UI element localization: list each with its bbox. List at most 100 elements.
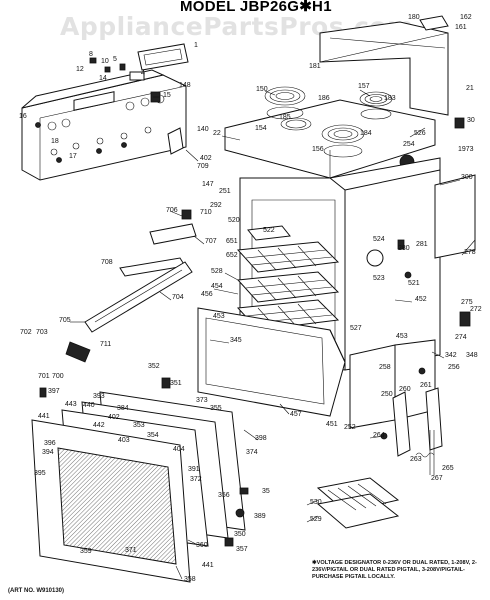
part-callout-label: 5 (113, 56, 117, 63)
part-callout-label: 352 (148, 363, 160, 370)
part-callout-label: 529 (310, 516, 322, 523)
part-callout-label: 161 (455, 24, 467, 31)
part-callout-label: 700 (52, 373, 64, 380)
backguard (319, 15, 465, 129)
part-callout-label: 371 (125, 547, 137, 554)
part-callout-label: 396 (44, 440, 56, 447)
part-callout-label: 263 (410, 456, 422, 463)
part-callout-label: 453 (396, 333, 408, 340)
part-callout-label: 18 (51, 138, 59, 145)
part-callout-label: 183 (384, 95, 396, 102)
part-callout-label: 358 (184, 576, 196, 583)
part-callout-label: 350 (234, 531, 246, 538)
part-callout-label: 35 (262, 488, 270, 495)
part-callout-label: 184 (360, 130, 372, 137)
part-callout-label: 258 (379, 364, 391, 371)
part-callout-label: 711 (100, 341, 111, 348)
part-callout-label: 280 (398, 245, 410, 252)
cooktop (224, 86, 436, 179)
part-callout-label: 454 (211, 283, 223, 290)
part-callout-label: 251 (219, 188, 231, 195)
storage-drawer (197, 307, 346, 417)
part-callout-label: 300 (461, 174, 473, 181)
part-callout-label: 1973 (458, 146, 474, 153)
part-callout-label: 398 (255, 435, 267, 442)
part-callout-label: 703 (36, 329, 48, 336)
part-callout-label: 8 (89, 51, 93, 58)
part-callout-label: 526 (414, 130, 426, 137)
part-callout-label: 260 (399, 386, 411, 393)
part-callout-label: 393 (93, 393, 105, 400)
part-callout-label: 30 (467, 117, 475, 124)
part-callout-label: 402 (108, 414, 120, 421)
part-callout-label: 440 (83, 402, 95, 409)
part-callout-label: 147 (202, 181, 214, 188)
part-callout-label: 451 (326, 421, 338, 428)
part-callout-label: 265 (442, 465, 454, 472)
part-callout-label: 442 (93, 422, 105, 429)
part-callout-label: 252 (344, 424, 356, 431)
part-callout-label: 397 (48, 388, 60, 395)
part-callout-label: 527 (350, 325, 362, 332)
part-callout-label: 148 (179, 82, 191, 89)
part-callout-label: 707 (205, 238, 217, 245)
part-callout-label: 17 (69, 153, 77, 160)
part-callout-label: 709 (197, 163, 209, 170)
part-callout-label: 348 (466, 352, 478, 359)
part-callout-label: 441 (38, 413, 50, 420)
part-callout-label: 357 (236, 546, 248, 553)
part-callout-label: 15 (163, 92, 171, 99)
part-callout-label: 180 (408, 14, 420, 21)
part-callout-label: 521 (408, 280, 420, 287)
part-callout-label: 154 (255, 125, 267, 132)
part-callout-label: 10 (101, 58, 109, 65)
part-callout-label: 457 (290, 411, 302, 418)
part-callout-label: 374 (246, 449, 258, 456)
part-callout-label: 356 (218, 492, 230, 499)
part-callout-label: 389 (254, 513, 266, 520)
part-callout-label: 524 (373, 236, 385, 243)
part-callout-label: 384 (117, 405, 129, 412)
part-callout-label: 150 (256, 86, 268, 93)
part-callout-label: 522 (263, 227, 275, 234)
part-callout-label: 264 (373, 432, 385, 439)
art-number: (ART NO. W910130) (8, 588, 65, 594)
part-callout-label: 162 (460, 14, 472, 21)
part-callout-label: 704 (172, 294, 184, 301)
part-callout-label: 404 (173, 446, 185, 453)
hinges (380, 367, 443, 475)
part-callout-label: 520 (228, 217, 240, 224)
part-callout-label: 701 (38, 373, 50, 380)
control-panel (21, 43, 189, 181)
part-callout-label: 443 (65, 401, 77, 408)
part-callout-label: 275 (461, 299, 473, 306)
voltage-note: ✱VOLTAGE DESIGNATOR 0-236V OR DUAL RATED… (312, 560, 477, 580)
part-callout-label: 373 (196, 397, 208, 404)
part-callout-label: 706 (166, 207, 178, 214)
part-callout-label: 274 (455, 334, 467, 341)
part-callout-label: 359 (80, 548, 92, 555)
part-callout-label: 181 (309, 63, 321, 70)
part-callout-label: 250 (381, 391, 393, 398)
part-callout-label: 14 (99, 75, 107, 82)
part-callout-label: 281 (416, 241, 428, 248)
part-callout-label: 254 (403, 141, 415, 148)
part-callout-label: 523 (373, 275, 385, 282)
part-callout-label: 16 (19, 113, 27, 120)
part-callout-label: 394 (42, 449, 54, 456)
part-callout-label: 156 (312, 146, 324, 153)
part-callout-label: 395 (34, 470, 46, 477)
part-callout-label: 528 (211, 268, 223, 275)
part-callout-label: 710 (200, 209, 212, 216)
part-callout-label: 278 (464, 249, 476, 256)
part-callout-label: 651 (226, 238, 238, 245)
model-title: MODEL JBP26G✱H1 (180, 0, 332, 15)
part-callout-label: 452 (415, 296, 427, 303)
part-callout-label: 22 (213, 130, 221, 137)
part-callout-label: 402 (200, 155, 212, 162)
leader-lines (70, 89, 476, 580)
broiler-pan (316, 477, 400, 529)
part-callout-label: 372 (190, 476, 202, 483)
part-callout-label: 21 (466, 85, 474, 92)
